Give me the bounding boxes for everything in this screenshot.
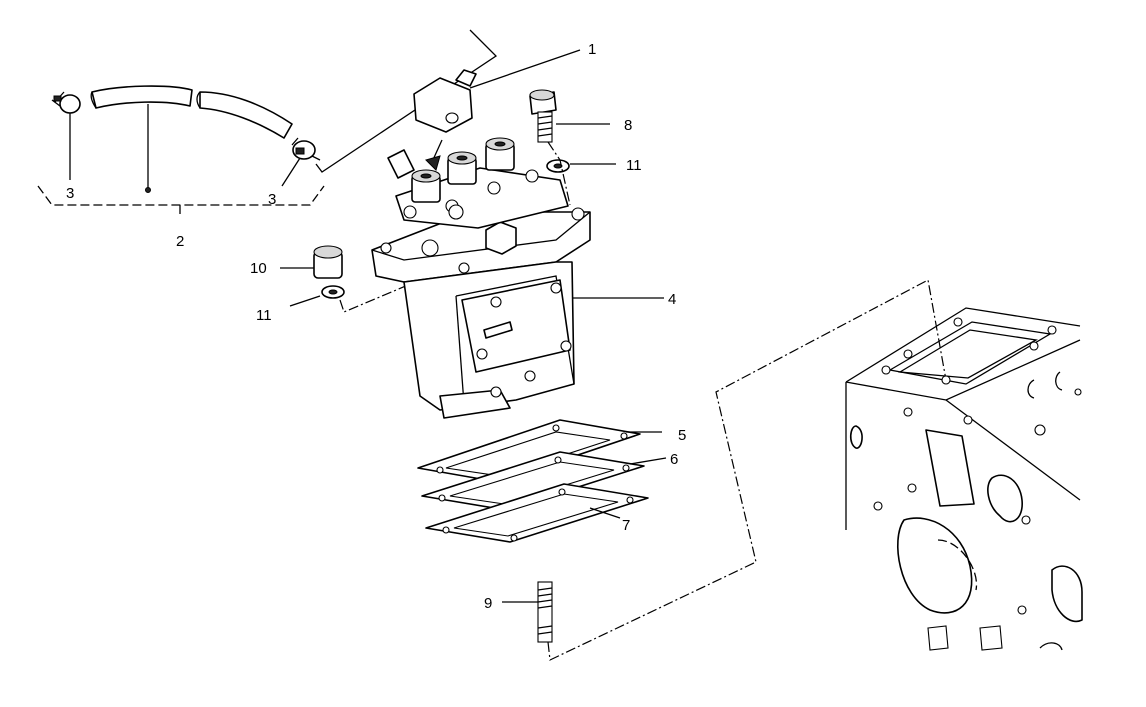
leader-11-left [289,295,321,307]
washer-left [321,285,345,299]
leader-3-right [281,157,301,187]
callout-11-top: 11 [626,157,642,174]
leader-1 [469,49,581,89]
spacer-centerline [339,279,421,313]
hose-routing-line [315,29,498,173]
arrow-head [425,155,441,171]
engine-block [845,307,1083,651]
callout-2: 2 [176,233,184,250]
callout-3-right: 3 [268,191,276,208]
spacer [313,245,343,279]
gasket-7 [425,483,649,543]
return-hose-assembly [90,85,293,139]
callout-5: 5 [678,427,686,444]
leader-7 [589,507,621,519]
bolt [529,89,557,143]
connector-cap [413,69,477,133]
hose-clamp-right [291,137,321,161]
delivery-valve-1 [411,169,441,203]
callout-10: 10 [250,260,267,277]
callout-9: 9 [484,595,492,612]
gasket-5 [417,419,641,483]
gasket-6 [421,451,645,511]
stud [537,581,553,643]
callout-3-left: 3 [66,185,74,202]
stud-centerline [547,279,947,661]
callout-1: 1 [588,41,596,58]
assembly-bracket-2 [37,185,325,206]
injection-pump [371,137,591,419]
leader-dot [145,187,151,193]
bolt-centerline [547,141,571,206]
callout-6: 6 [670,451,678,468]
callout-4: 4 [668,291,676,308]
callout-7: 7 [622,517,630,534]
leader-6 [629,457,667,465]
washer-top [546,159,570,173]
callout-11-left: 11 [256,307,272,324]
delivery-valve-2 [447,151,477,185]
callout-8: 8 [624,117,632,134]
delivery-valve-3 [485,137,515,171]
hose-clamp-left [51,91,81,114]
